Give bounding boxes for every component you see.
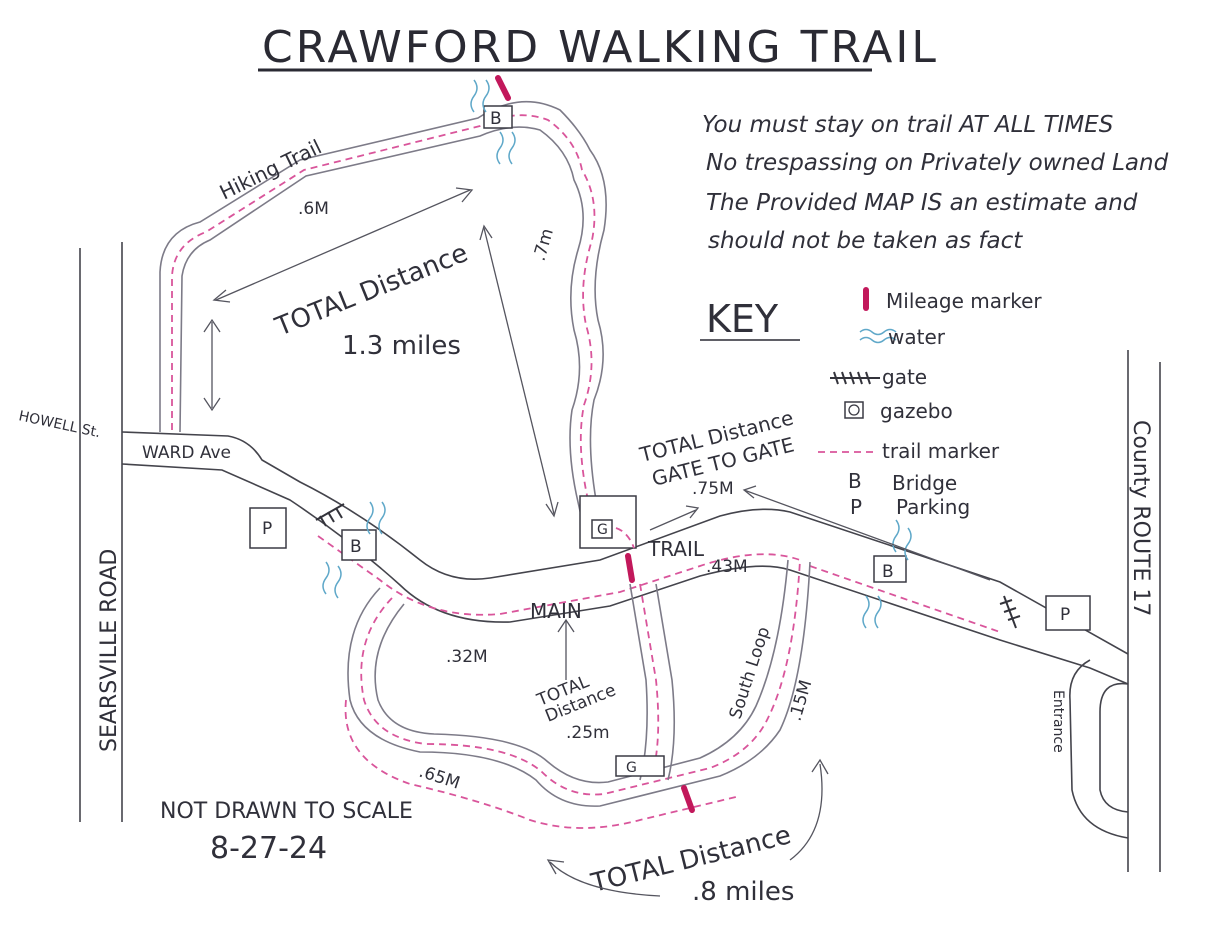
trail-label: TRAIL bbox=[647, 537, 705, 561]
note-line-1: You must stay on trail AT ALL TIMES bbox=[702, 112, 1113, 138]
west-parking-symbol: P bbox=[262, 519, 272, 539]
south-distance-line-2: .8 miles bbox=[692, 877, 794, 907]
west-water-icon bbox=[322, 501, 386, 599]
key-label-bridge: Bridge bbox=[892, 471, 957, 495]
segment-label-65: .65M bbox=[416, 762, 462, 794]
east-trail-marker bbox=[809, 565, 1001, 633]
inner-distance-line-3: .25m bbox=[566, 723, 610, 743]
segment-label-43: .43M bbox=[706, 557, 748, 577]
main-mileage-marker bbox=[625, 553, 635, 583]
north-mileage-marker bbox=[495, 75, 511, 101]
entrance-label: Entrance bbox=[1050, 690, 1066, 753]
scale-note: NOT DRAWN TO SCALE bbox=[160, 799, 413, 824]
key-label-gate: gate bbox=[882, 365, 927, 389]
west-bridge-symbol: B bbox=[350, 537, 362, 557]
map-key: KEY Mileage marker water gate gazebo tra… bbox=[700, 287, 1042, 519]
howell-st-label: HOWELL St. bbox=[17, 408, 102, 441]
county-route-label: County ROUTE 17 bbox=[1128, 420, 1153, 616]
south-loop-label: South Loop bbox=[726, 624, 775, 721]
east-water-icon bbox=[862, 519, 912, 629]
main-label: MAIN bbox=[530, 599, 582, 623]
east-parking-symbol: P bbox=[1060, 605, 1070, 625]
key-label-parking: Parking bbox=[896, 495, 970, 519]
key-label-water: water bbox=[888, 325, 946, 349]
north-distance-annotation: TOTAL Distance 1.3 miles bbox=[203, 187, 559, 518]
gazebo-south-symbol: G bbox=[626, 760, 637, 776]
north-water-icon bbox=[470, 79, 516, 165]
note-line-2: No trespassing on Privately owned Land bbox=[706, 150, 1169, 176]
inner-distance-annotation: TOTAL Distance .25m bbox=[533, 618, 619, 743]
east-bridge-symbol: B bbox=[882, 562, 894, 582]
east-gate-icon bbox=[999, 595, 1021, 629]
key-label-trail-marker: trail marker bbox=[882, 439, 1000, 463]
segment-label-15: .15M bbox=[786, 678, 817, 724]
segment-label-32: .32M bbox=[446, 647, 488, 667]
searsville-road: SEARSVILLE ROAD bbox=[79, 242, 123, 822]
water-icon bbox=[859, 328, 897, 344]
searsville-road-label: SEARSVILLE ROAD bbox=[97, 549, 122, 752]
west-gate-icon bbox=[315, 503, 345, 527]
segment-label-7: .7m bbox=[530, 226, 558, 263]
hiking-trail-label: Hiking Trail bbox=[216, 135, 326, 205]
north-distance-line-2: 1.3 miles bbox=[342, 331, 461, 361]
east-features: B P bbox=[862, 519, 1091, 631]
gazebo-south bbox=[615, 755, 665, 777]
gate-distance-line-3: .75M bbox=[692, 479, 734, 499]
gazebo-north-symbol: G bbox=[597, 522, 608, 538]
main-road: WARD Ave bbox=[121, 431, 1129, 685]
north-distance-line-1: TOTAL Distance bbox=[270, 238, 472, 343]
north-bridge-symbol: B bbox=[490, 109, 502, 129]
key-label-mileage: Mileage marker bbox=[886, 289, 1042, 313]
north-bridge: B bbox=[470, 75, 516, 165]
ward-ave-label: WARD Ave bbox=[142, 443, 231, 463]
gazebo-icon bbox=[844, 401, 864, 419]
south-loop-marker bbox=[360, 559, 801, 796]
entrance-road: Entrance bbox=[1050, 659, 1129, 839]
map-title: CRAWFORD WALKING TRAIL bbox=[262, 22, 939, 73]
gate-icon bbox=[830, 371, 880, 385]
west-features: P B bbox=[249, 501, 386, 599]
note-line-4: should not be taken as fact bbox=[708, 228, 1023, 254]
map-date: 8-27-24 bbox=[210, 831, 327, 866]
notes: You must stay on trail AT ALL TIMES No t… bbox=[702, 112, 1169, 254]
note-line-3: The Provided MAP IS an estimate and bbox=[706, 190, 1138, 216]
county-route-17: County ROUTE 17 bbox=[1127, 350, 1161, 872]
south-mileage-marker bbox=[681, 785, 695, 813]
segment-label-6: .6M bbox=[298, 199, 329, 219]
gazebo-north: G bbox=[579, 495, 637, 549]
key-label-gazebo: gazebo bbox=[880, 399, 953, 423]
parking-symbol: P bbox=[850, 495, 862, 519]
outer-south-marker bbox=[344, 699, 741, 829]
key-heading: KEY bbox=[706, 297, 779, 341]
bridge-symbol: B bbox=[848, 469, 862, 493]
